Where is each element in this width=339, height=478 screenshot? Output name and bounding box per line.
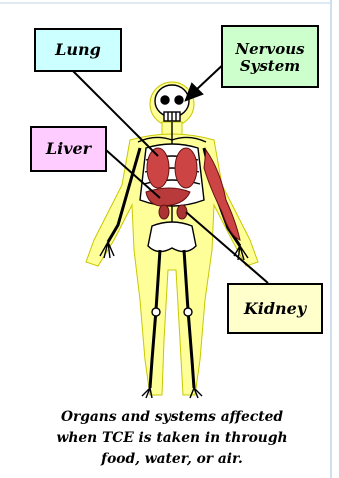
nervous-label-line2: System (235, 58, 304, 75)
lung-right (175, 148, 197, 188)
kidney-label: Kidney (227, 283, 323, 334)
caption-line1: Organs and systems affected (14, 407, 330, 428)
nervous-label-line1: Nervous (235, 41, 304, 58)
liver-label: Liver (30, 126, 107, 172)
figure-caption: Organs and systems affected when TCE is … (14, 407, 330, 470)
kidney-right (177, 205, 187, 219)
liver-label-text: Liver (46, 140, 91, 158)
caption-line3: food, water, or air. (14, 449, 330, 470)
kidney-left (159, 205, 169, 219)
kidney-label-text: Kidney (244, 300, 306, 318)
nervous-system-label: Nervous System (221, 25, 319, 88)
lung-left (147, 148, 169, 188)
lung-label-text: Lung (55, 41, 101, 59)
caption-line2: when TCE is taken in through (14, 428, 330, 449)
lung-label: Lung (34, 28, 122, 72)
